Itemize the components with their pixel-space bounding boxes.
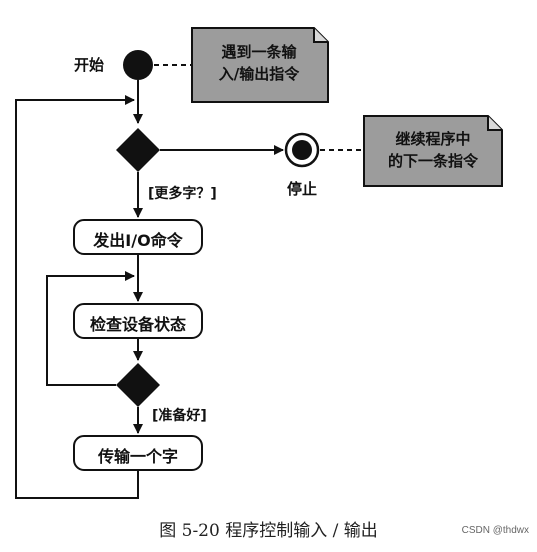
action-issue-io-label: 发出I/O命令 <box>93 231 183 250</box>
action-transfer-word-label: 传输一个字 <box>97 447 178 466</box>
stop-label: 停止 <box>287 180 318 198</box>
edge-inner-loop <box>46 271 135 386</box>
decision-more-words <box>116 128 160 172</box>
note-top-line-1: 遇到一条输 <box>221 43 297 61</box>
edge-outer-loop <box>15 95 139 499</box>
figure-caption: 图 5-20 程序控制输入 / 输出 <box>159 521 378 541</box>
stop-node <box>284 132 320 168</box>
note-top <box>191 27 329 103</box>
note-right <box>363 115 503 187</box>
decision-ready <box>116 363 160 407</box>
start-node <box>123 50 153 80</box>
note-right-line-2: 的下一条指令 <box>387 152 478 170</box>
note-top-line-2: 入/输出指令 <box>218 65 300 83</box>
note-right-line-1: 继续程序中 <box>395 130 471 148</box>
guard-ready: [准备好] <box>152 408 207 424</box>
watermark: CSDN @thdwx <box>461 525 529 536</box>
action-transfer-word <box>73 435 203 471</box>
guard-more-words: [更多字？] <box>148 186 217 202</box>
action-check-status-label: 检查设备状态 <box>89 315 186 334</box>
start-label: 开始 <box>74 56 105 74</box>
